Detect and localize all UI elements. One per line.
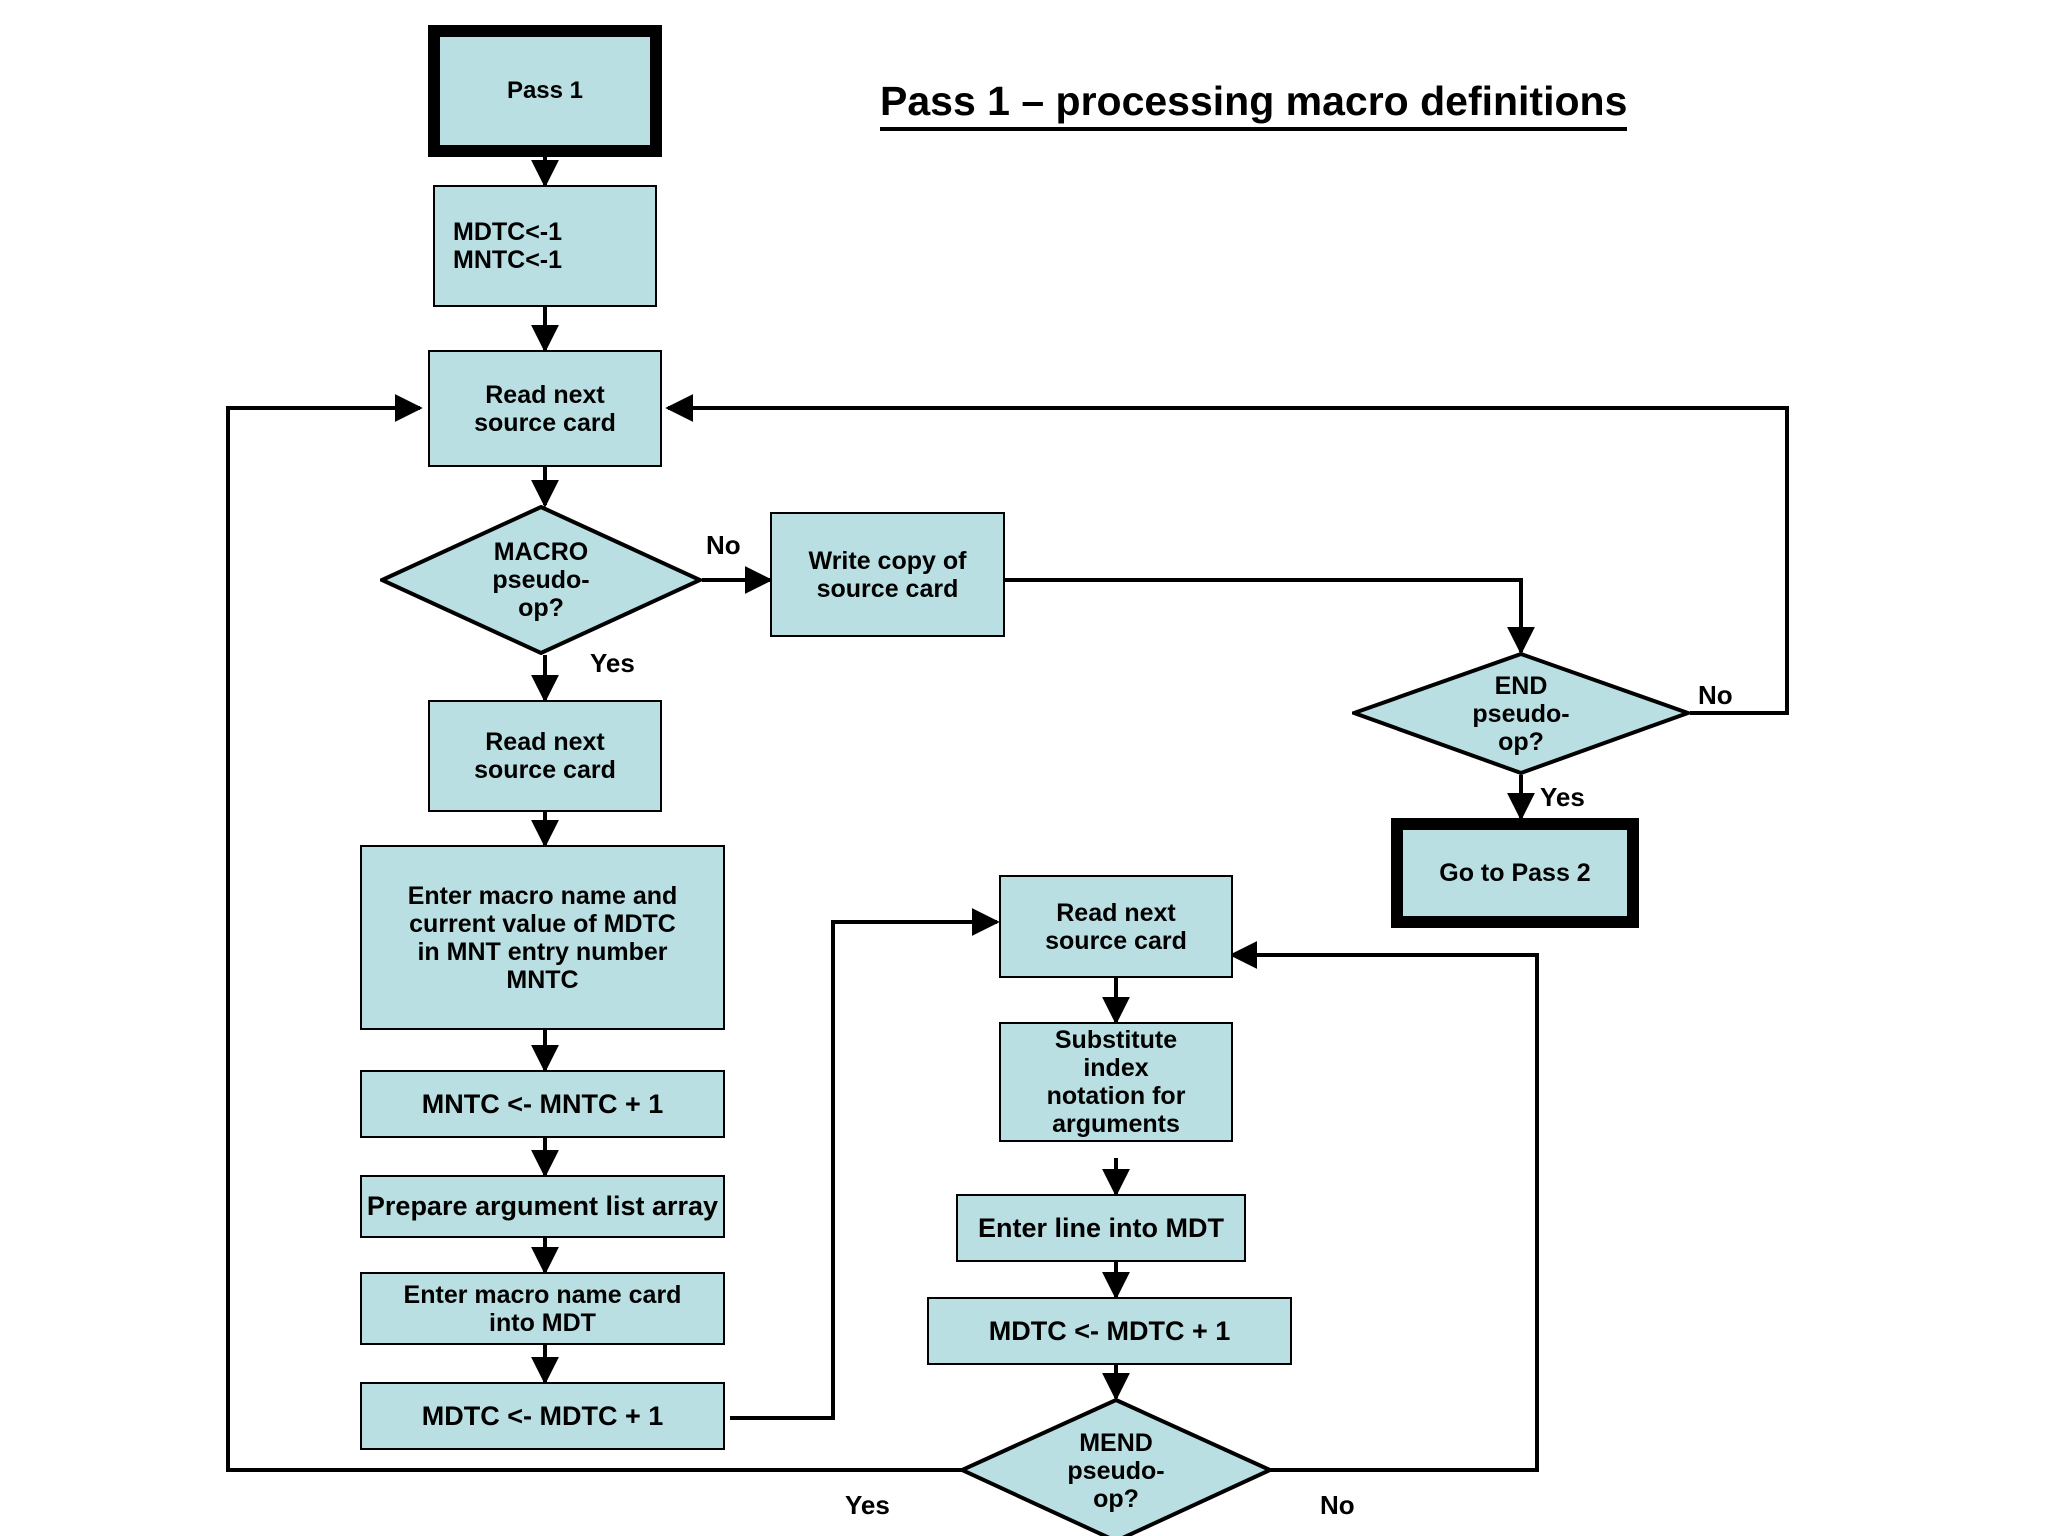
node-enter-mnt[interactable]: Enter macro name and current value of MD…: [360, 845, 725, 1030]
node-mdtc-increment-2[interactable]: MDTC <- MDTC + 1: [927, 1297, 1292, 1365]
node-read3-label: Read next source card: [1045, 898, 1187, 955]
node-read3[interactable]: Read next source card: [999, 875, 1233, 978]
node-substitute-index-label: Substitute index notation for arguments: [1046, 1026, 1186, 1138]
node-write-copy[interactable]: Write copy of source card: [770, 512, 1005, 637]
macro-diamond-shape: [380, 505, 702, 655]
edge-mdtc1-read3: [730, 908, 1000, 1420]
end-diamond-shape: [1352, 652, 1690, 775]
node-macro-question-label: MACRO pseudo- op?: [492, 538, 590, 622]
node-mntc-increment[interactable]: MNTC <- MNTC + 1: [360, 1070, 725, 1138]
node-enter-mnt-label: Enter macro name and current value of MD…: [407, 881, 678, 994]
node-enter-line-mdt[interactable]: Enter line into MDT: [956, 1194, 1246, 1262]
node-mdtc-increment-1-label: MDTC <- MDTC + 1: [421, 1400, 664, 1431]
node-write-copy-label: Write copy of source card: [808, 546, 967, 603]
node-read1-label: Read next source card: [474, 380, 616, 437]
node-end-question[interactable]: END pseudo- op?: [1352, 652, 1690, 775]
edge-mendq-yes-read1: [226, 394, 963, 1472]
node-mntc-increment-label: MNTC <- MNTC + 1: [421, 1088, 664, 1119]
node-enter-macro-name-card[interactable]: Enter macro name card into MDT: [360, 1272, 725, 1345]
node-prepare-arguments-label: Prepare argument list array: [366, 1191, 719, 1222]
node-mend-question-label: MEND pseudo- op?: [1067, 1428, 1165, 1513]
node-end-question-label: END pseudo- op?: [1472, 671, 1570, 756]
node-init-label: MDTC<-1 MNTC<-1: [453, 218, 563, 274]
edge-label-end-no: No: [1698, 680, 1733, 710]
mend-diamond-shape: [960, 1398, 1272, 1536]
edge-label-mend-yes: Yes: [845, 1490, 890, 1520]
edge-label-macro-yes: Yes: [590, 648, 635, 678]
node-substitute-index[interactable]: Substitute index notation for arguments: [999, 1022, 1233, 1142]
edge-label-macro-no: No: [706, 530, 741, 560]
node-prepare-arguments[interactable]: Prepare argument list array: [360, 1175, 725, 1238]
node-pass1-label: Pass 1: [506, 76, 584, 104]
node-pass1[interactable]: Pass 1: [428, 25, 662, 157]
node-enter-macro-name-card-label: Enter macro name card into MDT: [403, 1280, 682, 1337]
node-read2[interactable]: Read next source card: [428, 700, 662, 812]
node-enter-line-mdt-label: Enter line into MDT: [978, 1212, 1224, 1243]
node-mdtc-increment-1[interactable]: MDTC <- MDTC + 1: [360, 1382, 725, 1450]
node-mdtc-increment-2-label: MDTC <- MDTC + 1: [988, 1315, 1231, 1346]
edge-mendq-no-read3: [1229, 941, 1539, 1472]
node-read1[interactable]: Read next source card: [428, 350, 662, 467]
edge-writecopy-endq: [1005, 578, 1535, 655]
edge-label-end-yes: Yes: [1540, 782, 1585, 812]
node-go-to-pass2[interactable]: Go to Pass 2: [1391, 818, 1639, 928]
node-read2-label: Read next source card: [474, 728, 616, 784]
edge-endq-no-read1: [665, 394, 1789, 715]
node-macro-question[interactable]: MACRO pseudo- op?: [380, 505, 702, 655]
edge-label-mend-no: No: [1320, 1490, 1355, 1520]
node-mend-question[interactable]: MEND pseudo- op?: [960, 1398, 1272, 1536]
node-init[interactable]: MDTC<-1 MNTC<-1: [433, 185, 657, 307]
node-go-to-pass2-label: Go to Pass 2: [1439, 859, 1591, 887]
page-title: Pass 1 – processing macro definitions: [880, 78, 1628, 131]
